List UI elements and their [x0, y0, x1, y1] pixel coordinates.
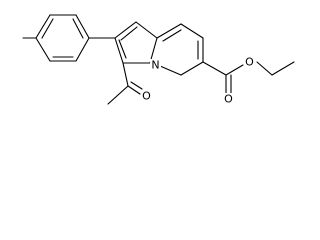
- structure-canvas: N O O O: [0, 0, 317, 120]
- bond-ring-a1: [35, 14, 51, 39]
- atom-ester-ether-o: O: [244, 56, 255, 69]
- ester-ether-oxygen-label: O: [245, 56, 254, 69]
- atom-ester-carbonyl-o: O: [223, 93, 234, 106]
- atom-ester-carbonyl-o-background: [223, 93, 234, 105]
- atom-n: N: [150, 59, 161, 72]
- bond-ring-a4: [75, 37, 90, 62]
- acetyl-oxygen-label: O: [142, 90, 151, 103]
- bond-ester-c6-c: [202, 61, 227, 76]
- molecule-diagram: N O O O: [22, 14, 295, 106]
- bond-six-c6-c5: [180, 61, 204, 76]
- bond-six-c8a-c8-double: [162, 29, 182, 42]
- bond-six-c5-n: [159, 65, 182, 76]
- acetyl-group: [107, 62, 143, 105]
- bond-five-c8a-n: [149, 37, 158, 64]
- bond-five-c2-c1-double: [120, 26, 138, 41]
- bond-five-c1-c8a: [135, 21, 158, 39]
- bond-ring-a3: [75, 14, 90, 39]
- bond-five-c3-c2-double: [118, 39, 127, 59]
- bond-ring-a1-double: [41, 18, 54, 39]
- bond-ester-c-o: [225, 64, 244, 76]
- bond-five-c2-c1: [114, 21, 137, 39]
- bond-ester-o-ch2: [256, 61, 273, 76]
- bond-ester-ch2-ch3: [271, 61, 295, 76]
- bond-acetyl-co-double: [130, 81, 143, 90]
- bond-ring-a3-double: [72, 18, 84, 39]
- bond-ring-a6: [35, 37, 51, 62]
- pyrrole-ring: [114, 21, 158, 64]
- nitrogen-label: N: [151, 59, 159, 72]
- bond-six-c8a-c8: [156, 23, 182, 39]
- bond-five-c3-c2: [114, 37, 124, 64]
- atom-n-background: [150, 59, 161, 71]
- bond-acetyl-co: [127, 85, 141, 95]
- bond-acetyl-c3-c: [122, 62, 129, 87]
- bond-acetyl-ch3: [107, 85, 129, 105]
- pyridine-ring: [156, 23, 204, 76]
- atom-acetyl-o: O: [141, 90, 152, 103]
- bond-six-c8-c7: [180, 23, 204, 39]
- ester-group: [202, 61, 295, 96]
- ester-carbonyl-oxygen-label: O: [224, 93, 233, 106]
- atom-acetyl-o-background: [141, 90, 152, 102]
- atom-ester-ether-o-background: [244, 56, 255, 68]
- tolyl-ring: [35, 14, 90, 62]
